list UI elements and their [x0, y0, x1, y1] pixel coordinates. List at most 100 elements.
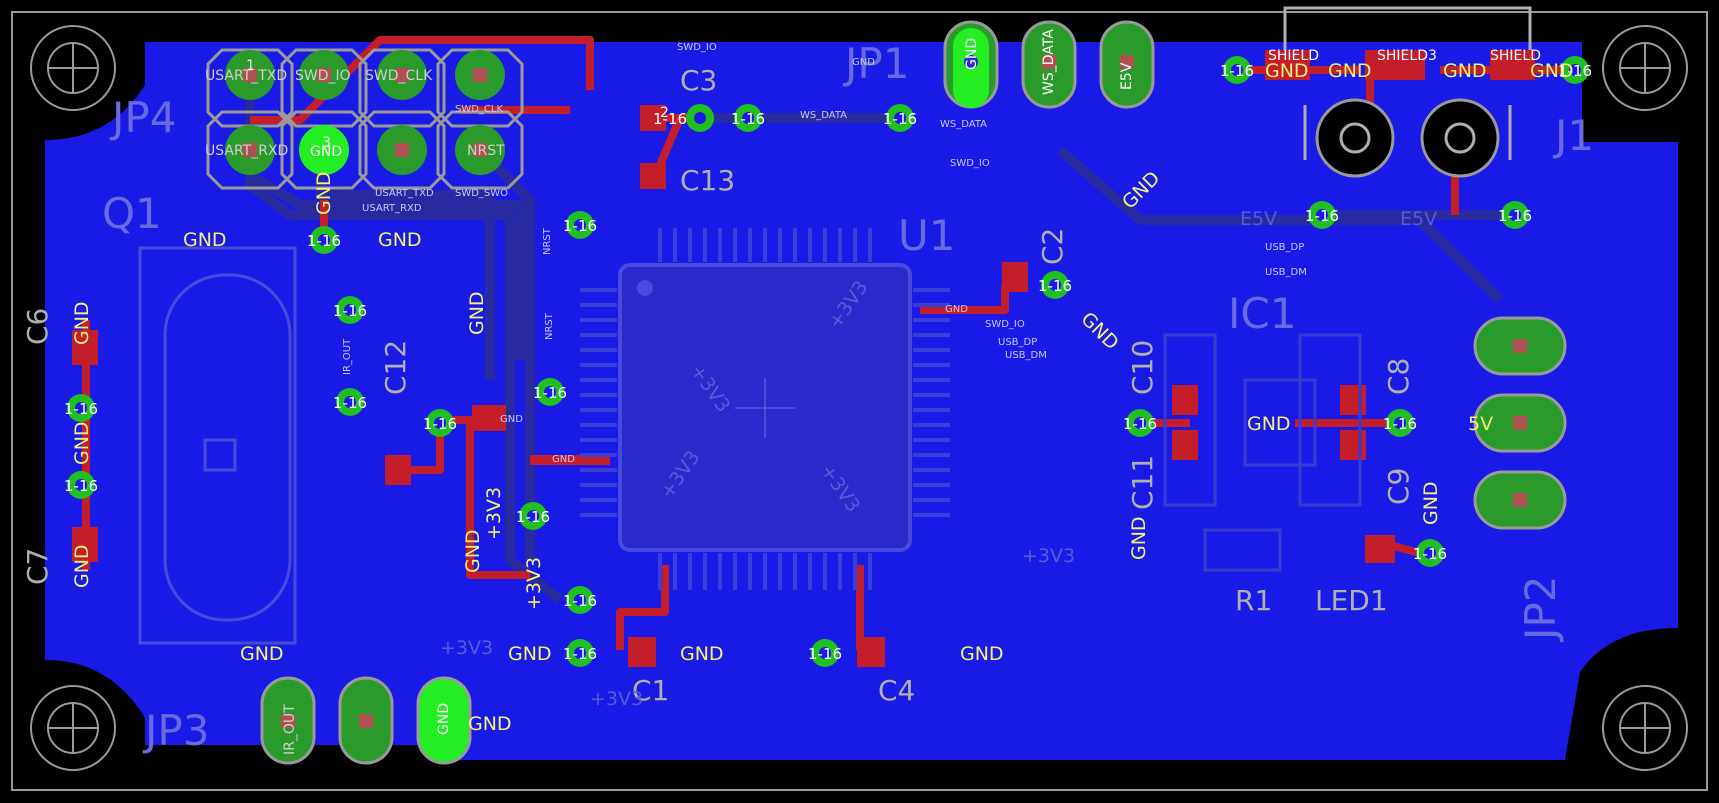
label-r1: R1 [1235, 584, 1272, 617]
via[interactable]: 1-16 [883, 104, 917, 132]
pad-label-shield: SHIELD [1268, 48, 1319, 64]
jp3-header[interactable] [260, 676, 472, 765]
vias[interactable]: 1-16 1-16 1-16 1-16 1-16 1-16 1-16 1-16 … [64, 56, 1592, 667]
via-label: 1-16 [1383, 415, 1417, 433]
label-c2: C2 [1036, 228, 1069, 265]
jp1-drill-1 [964, 55, 978, 69]
via[interactable]: 1-16 [563, 211, 597, 239]
pad-label-swd-io: SWD_IO [295, 68, 351, 84]
via[interactable]: 1-16 [423, 409, 457, 437]
label-c8: C8 [1382, 358, 1415, 395]
via[interactable]: 1-16 [333, 296, 367, 324]
jp1-header[interactable] [943, 20, 1155, 109]
net-gnd: GND [466, 291, 488, 335]
net-e5v: E5V [1400, 208, 1437, 230]
j1-hole-right [1420, 98, 1500, 178]
pad-label-pad2: 2 [660, 105, 669, 121]
via[interactable]: 1-16 [333, 388, 367, 416]
net-gnd: GND [1247, 413, 1291, 435]
label-c11: C11 [1126, 455, 1159, 510]
ic1-regulator[interactable] [1163, 333, 1362, 572]
net-gnd: GND [71, 301, 93, 345]
u1-center-cross [735, 378, 795, 438]
label-q1: Q1 [102, 189, 162, 238]
trace-gnd: GND [945, 304, 968, 315]
jp2-drill-2 [1513, 416, 1527, 430]
q1-outline [138, 246, 297, 645]
trace-swd-io: SWD_IO [950, 158, 990, 169]
via-label: 1-16 [883, 110, 917, 128]
r1-outline [1203, 528, 1282, 572]
net-gnd: GND [1265, 60, 1309, 82]
label-c13: C13 [680, 164, 735, 197]
mount-hole-br [1602, 685, 1688, 771]
net-e5v: E5V [1240, 208, 1277, 230]
via[interactable]: 1-16 [516, 502, 550, 530]
via[interactable]: 1-16 [1383, 409, 1417, 437]
net-gnd: GND [960, 643, 1004, 665]
net-5v: 5V [1468, 413, 1493, 435]
u1-mcu[interactable] [580, 228, 950, 590]
net-3v3: +3V3 [1022, 545, 1075, 567]
trace-gnd: GND [500, 414, 523, 425]
pad-label-gnd: GND [436, 703, 452, 735]
via[interactable]: 1-16 [731, 104, 765, 132]
via[interactable]: 1-16 [808, 639, 842, 667]
via[interactable]: 1-16 [1038, 271, 1072, 299]
pad-labels: USART_TXD SWD_IO SWD_CLK USART_RXD NRST … [205, 29, 1541, 755]
via[interactable]: 1-16 [1558, 56, 1592, 84]
trace-swd-swo: SWD_SWO [455, 188, 508, 199]
jp3-drill-1 [281, 714, 295, 728]
label-u1: U1 [898, 211, 955, 260]
q1-crystal[interactable] [138, 246, 297, 645]
pad-label-gnd: GND [964, 38, 980, 70]
via[interactable]: 1-16 [653, 104, 714, 132]
j1-connector[interactable] [1283, 6, 1532, 178]
via[interactable]: 1-16 [1123, 409, 1157, 437]
trace-gnd: GND [552, 454, 575, 465]
via[interactable]: 1-16 [533, 378, 567, 406]
via-label: 1-16 [731, 110, 765, 128]
jp4-gnd-pad[interactable] [299, 125, 349, 175]
trace-swd-io: SWD_IO [677, 42, 717, 53]
via[interactable]: 1-16 [1498, 201, 1532, 229]
via[interactable]: 1-16 [64, 471, 98, 499]
trace-usb-dp: USB_DP [1265, 242, 1304, 253]
designators-small: C3 C13 C2 C6 C7 C12 C1 C4 C10 C11 C8 C9 … [21, 64, 1415, 707]
j1-hole-left-inner [1339, 122, 1371, 154]
smd-pads [72, 50, 1535, 667]
label-jp3: JP3 [142, 706, 209, 755]
via[interactable]: 1-16 [1305, 201, 1339, 229]
via[interactable]: 1-16 [1413, 539, 1447, 567]
label-c4: C4 [878, 674, 915, 707]
label-c9: C9 [1382, 468, 1415, 505]
label-c10: C10 [1126, 340, 1159, 395]
label-jp2: JP2 [1516, 576, 1565, 643]
pad-label-nrst: NRST [467, 143, 505, 159]
label-c3: C3 [680, 64, 717, 97]
via[interactable]: 1-16 [64, 394, 98, 422]
mount-hole-bl [30, 685, 116, 771]
net-gnd: GND [183, 229, 227, 251]
jp4-header[interactable] [206, 48, 524, 190]
jp3-pin3[interactable] [416, 676, 472, 765]
label-c7: C7 [21, 548, 54, 585]
via[interactable]: 1-16 [1220, 56, 1254, 84]
via-label: 1-16 [333, 302, 367, 320]
via-label: 1-16 [64, 477, 98, 495]
via[interactable]: 1-16 [563, 586, 597, 614]
pad-label-usart-txd: USART_TXD [205, 68, 287, 84]
via-label: 1-16 [563, 592, 597, 610]
jp2-drill-1 [1513, 339, 1527, 353]
net-gnd: GND [71, 544, 93, 588]
via[interactable]: 1-16 [307, 226, 341, 254]
net-gnd: GND [71, 421, 93, 465]
via-label: 1-16 [563, 217, 597, 235]
label-jp1: JP1 [842, 39, 909, 88]
via[interactable]: 1-16 [563, 639, 597, 667]
jp2-header[interactable] [1473, 316, 1567, 530]
pad-label-ws-data: WS_DATA [1041, 29, 1057, 95]
via-label: 1-16 [1220, 62, 1254, 80]
trace-usart-rxd: USART_RXD [362, 203, 422, 214]
